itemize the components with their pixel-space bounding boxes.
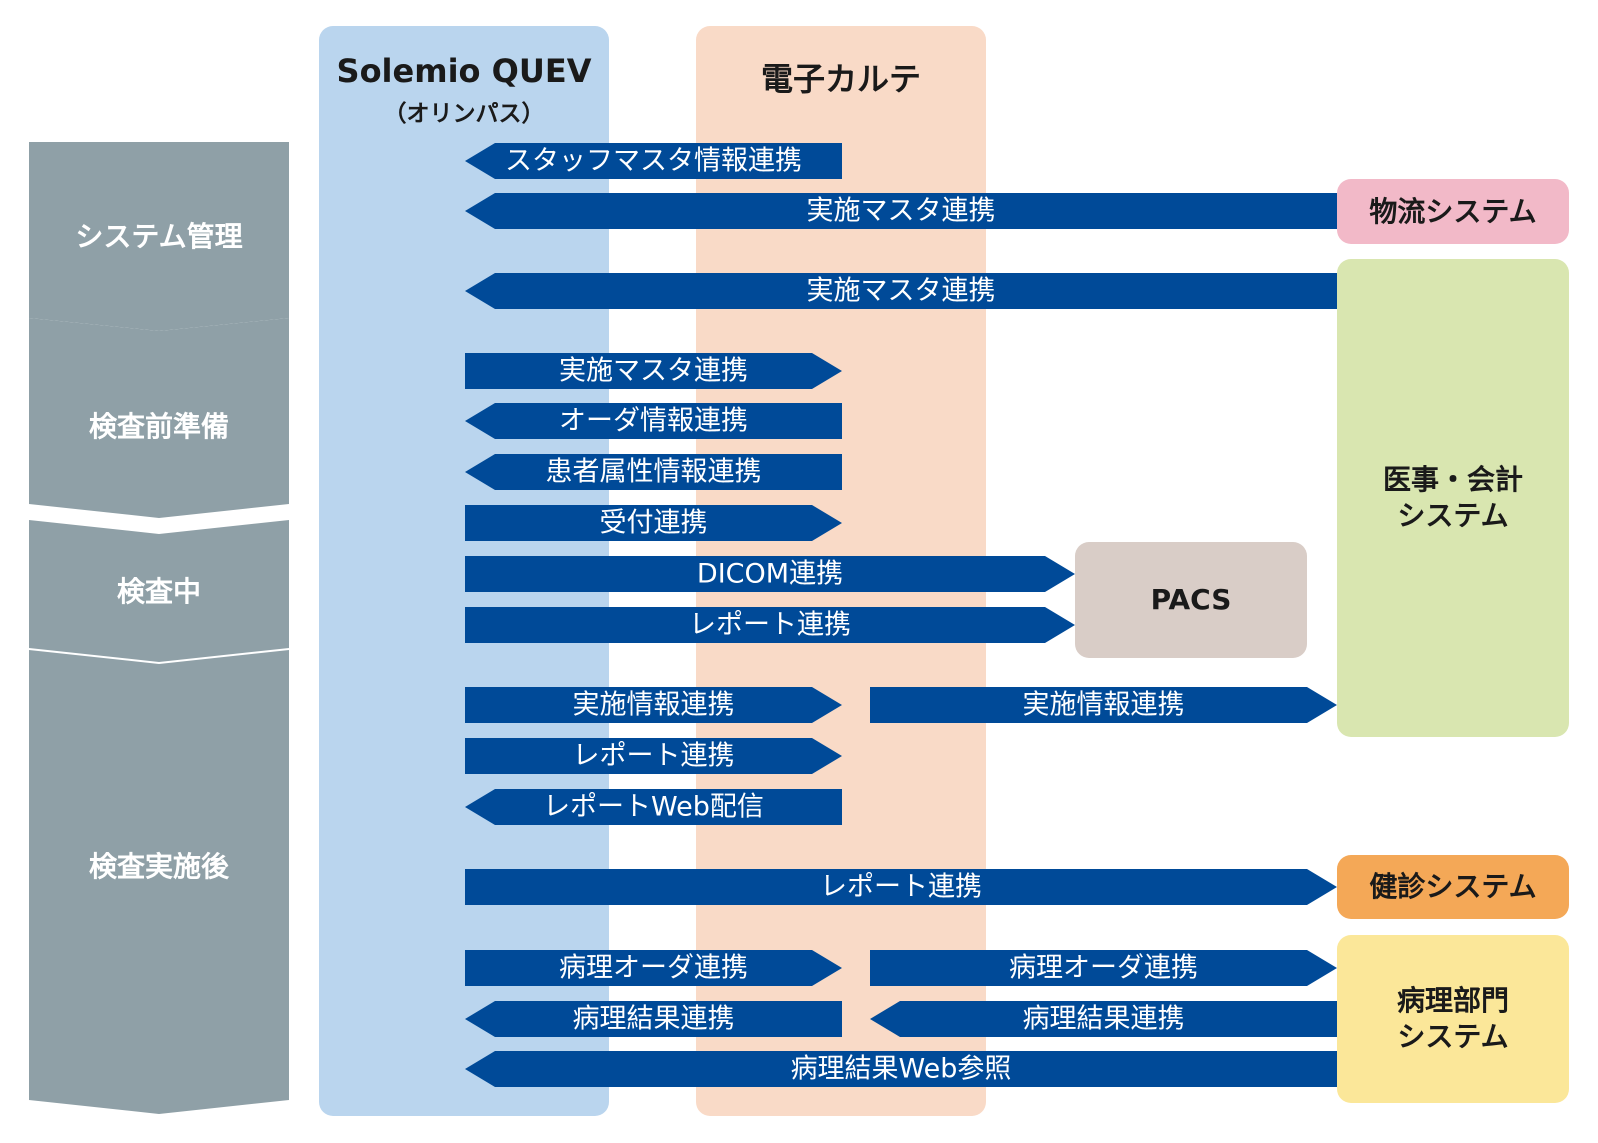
arrow-label-3: 実施マスタ連携 (559, 356, 748, 387)
arrow-label-9: 実施情報連携 (573, 690, 735, 721)
arrow-shape-14 (465, 950, 842, 986)
arrow-15: 病理オーダ連携 (870, 950, 1337, 986)
arrow-11: レポート連携 (465, 738, 842, 774)
phase-post-exam: 検査実施後 (88, 850, 229, 883)
arrow-shape-16 (465, 1001, 842, 1037)
arrow-6: 受付連携 (465, 505, 842, 541)
arrow-label-18: 病理結果Web参照 (791, 1054, 1012, 1085)
arrow-shape-11 (465, 738, 842, 774)
arrow-shape-5 (465, 454, 842, 490)
phase-shape-system-management (29, 142, 289, 331)
arrow-10: 実施情報連携 (870, 687, 1337, 723)
arrow-shape-9 (465, 687, 842, 723)
checkup-system-box: 健診システム (1337, 855, 1569, 919)
arrow-label-6: 受付連携 (600, 508, 708, 539)
accounting-system-box: 医事・会計 システム (1337, 259, 1569, 737)
arrow-label-2: 実施マスタ連携 (807, 276, 996, 307)
arrow-shape-12 (465, 789, 842, 825)
pathology-system-box: 病理部門 システム (1337, 935, 1569, 1103)
arrow-18: 病理結果Web参照 (465, 1051, 1337, 1087)
arrow-label-16: 病理結果連携 (573, 1004, 735, 1035)
arrow-label-0: スタッフマスタ情報連携 (505, 146, 802, 177)
arrow-shape-8 (465, 607, 1075, 643)
arrow-3: 実施マスタ連携 (465, 353, 842, 389)
arrow-label-10: 実施情報連携 (1023, 690, 1185, 721)
arrow-0: スタッフマスタ情報連携 (465, 143, 842, 179)
arrow-2: 実施マスタ連携 (465, 273, 1337, 309)
arrow-4: オーダ情報連携 (465, 403, 842, 439)
logistics-system-label: 物流システム (1369, 194, 1537, 228)
phase-chevrons (29, 142, 289, 1114)
solemio-title: Solemio QUEV (336, 52, 592, 90)
arrow-13: レポート連携 (465, 869, 1337, 905)
arrow-shape-13 (465, 869, 1337, 905)
arrow-14: 病理オーダ連携 (465, 950, 842, 986)
arrow-label-11: レポート連携 (573, 741, 735, 772)
arrow-label-5: 患者属性情報連携 (546, 457, 762, 488)
pacs-label: PACS (1150, 583, 1232, 616)
arrow-shape-15 (870, 950, 1337, 986)
arrow-shape-0 (465, 143, 842, 179)
arrow-shape-2 (465, 273, 1337, 309)
pathology-system-label: 病理部門 システム (1396, 984, 1509, 1053)
emr-title: 電子カルテ (760, 60, 921, 98)
arrow-shape-10 (870, 687, 1337, 723)
phase-shape-during-exam (29, 520, 289, 662)
arrow-shape-4 (465, 403, 842, 439)
arrow-label-8: レポート連携 (689, 610, 851, 641)
arrow-shape-7 (465, 556, 1075, 592)
phase-system-management: システム管理 (75, 220, 243, 253)
logistics-system-box: 物流システム (1337, 179, 1569, 244)
solemio-subtitle: （オリンパス） (383, 101, 545, 127)
arrow-5: 患者属性情報連携 (465, 454, 842, 490)
arrow-label-14: 病理オーダ連携 (559, 953, 748, 984)
arrow-1: 実施マスタ連携 (465, 193, 1337, 229)
arrow-label-4: オーダ情報連携 (559, 406, 748, 437)
phase-pre-exam: 検査前準備 (88, 410, 229, 443)
arrow-shape-17 (870, 1001, 1337, 1037)
arrow-label-12: レポートWeb配信 (543, 792, 764, 823)
checkup-system-label: 健診システム (1369, 870, 1537, 903)
arrow-9: 実施情報連携 (465, 687, 842, 723)
arrow-shape-18 (465, 1051, 1337, 1087)
arrow-label-1: 実施マスタ連携 (807, 196, 996, 227)
arrow-7: DICOM連携 (465, 556, 1075, 592)
arrow-8: レポート連携 (465, 607, 1075, 643)
arrow-label-17: 病理結果連携 (1023, 1004, 1185, 1035)
arrow-12: レポートWeb配信 (465, 789, 842, 825)
accounting-system-label: 医事・会計 システム (1382, 463, 1523, 532)
arrow-shape-1 (465, 193, 1337, 229)
arrow-shape-6 (465, 505, 842, 541)
arrow-label-7: DICOM連携 (697, 559, 843, 590)
arrow-label-15: 病理オーダ連携 (1009, 953, 1198, 984)
arrow-label-13: レポート連携 (820, 872, 982, 903)
arrow-16: 病理結果連携 (465, 1001, 842, 1037)
phase-during-exam: 検査中 (116, 575, 201, 608)
pacs-box: PACS (1075, 542, 1307, 658)
arrow-shape-3 (465, 353, 842, 389)
phase-shape-post-exam (29, 650, 289, 1114)
arrow-17: 病理結果連携 (870, 1001, 1337, 1037)
phase-shape-pre-exam (29, 318, 289, 518)
